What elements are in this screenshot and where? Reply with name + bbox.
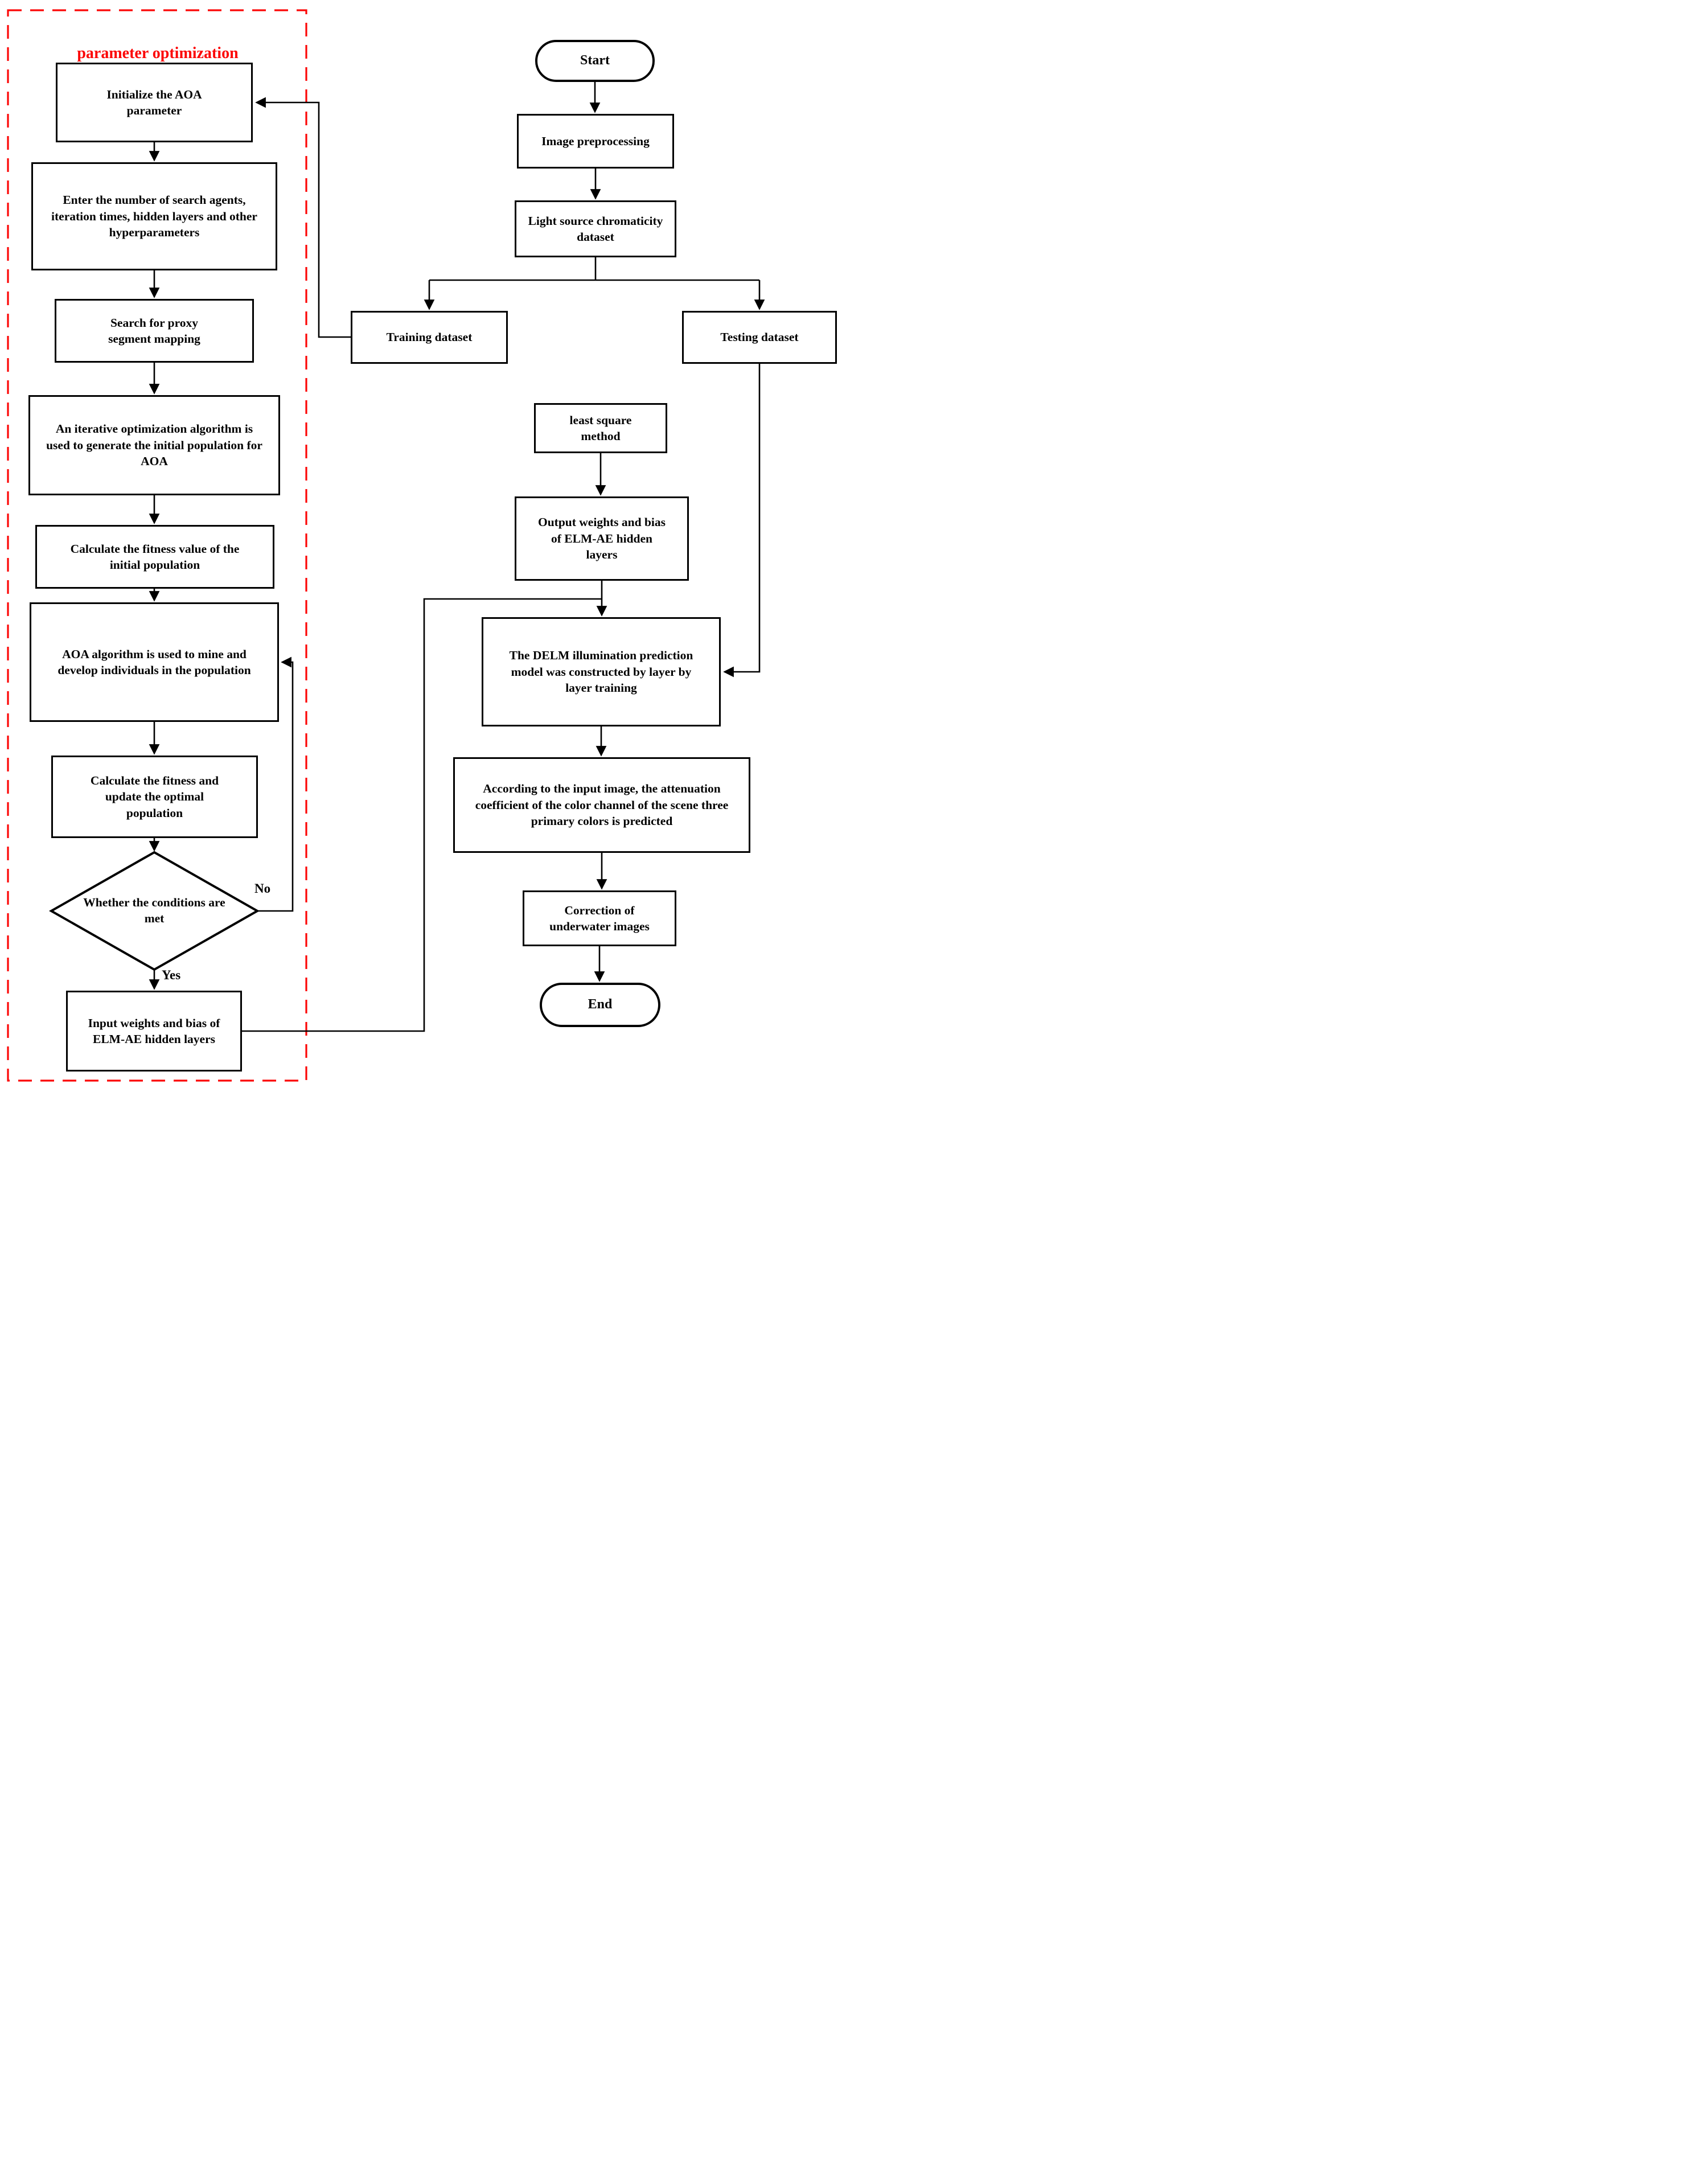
edge-training-to-init: [255, 97, 351, 338]
node-output-weights-elm-ae: Output weights and bias of ELM-AE hidden…: [515, 496, 689, 581]
node-enter-hyperparameters: Enter the number of search agents, itera…: [31, 162, 277, 270]
node-input-weights-elm-ae: Input weights and bias of ELM-AE hidden …: [66, 991, 242, 1072]
node-least-square-method: least square method: [534, 403, 667, 453]
node-calculate-initial-fitness: Calculate the fitness value of the initi…: [35, 525, 274, 589]
node-image-preprocessing: Image preprocessing: [517, 114, 674, 169]
node-condition-check: Whether the conditions are met: [83, 896, 225, 926]
node-iterative-initial-population: An iterative optimization algorithm is u…: [28, 395, 280, 495]
node-start-terminal: Start: [535, 40, 655, 82]
flowchart-canvas: parameter optimization Initialize the AO…: [0, 0, 846, 1092]
node-training-dataset: Training dataset: [351, 311, 508, 364]
edge-condition-no-loop: [257, 656, 294, 912]
edge-label-yes: Yes: [162, 968, 181, 982]
edge-label-no: No: [254, 881, 271, 896]
node-attenuation-prediction: According to the input image, the attenu…: [453, 757, 750, 853]
edge-testing-to-delm: [723, 364, 761, 678]
node-initialize-aoa: Initialize the AOA parameter: [56, 63, 253, 142]
node-correction-underwater: Correction of underwater images: [523, 890, 676, 946]
edge-input-weights-to-delm-junction: [242, 598, 602, 1032]
connector-layer: [7, 9, 765, 1082]
node-calculate-update-optimal: Calculate the fitness and update the opt…: [51, 756, 258, 838]
node-end-terminal: End: [540, 983, 660, 1027]
node-testing-dataset: Testing dataset: [682, 311, 837, 364]
node-delm-prediction-model: The DELM illumination prediction model w…: [482, 617, 721, 726]
node-search-proxy-mapping: Search for proxy segment mapping: [55, 299, 254, 363]
parameter-optimization-group-border: [7, 9, 307, 1082]
node-light-source-dataset: Light source chromaticity dataset: [515, 200, 676, 257]
node-aoa-mine-develop: AOA algorithm is used to mine and develo…: [30, 602, 279, 722]
group-title-parameter-optimization: parameter optimization: [77, 44, 239, 62]
